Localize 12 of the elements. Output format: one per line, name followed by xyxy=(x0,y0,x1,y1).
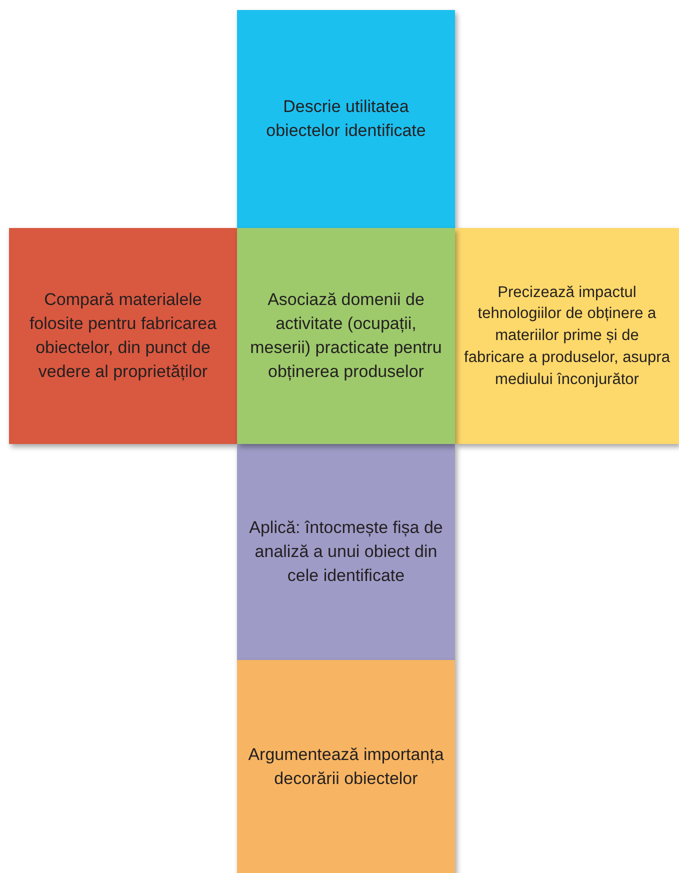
box-text: Argumentează importanța decorării obiectelor xyxy=(247,744,445,790)
colored-box xyxy=(455,228,679,444)
box-text: Precizează impactul tehnologiilor de obținere a materiilor prime și de fabricare a produselor, asupra mediului înconjurător xyxy=(463,282,671,390)
box-text: Aplică: întocmește fișa de analiză a unui obiect din cele identificate xyxy=(248,517,444,587)
colored-box xyxy=(237,444,455,660)
colored-box xyxy=(237,10,455,228)
colored-box xyxy=(237,660,455,873)
box-text: Compară materialele folosite pentru fabricarea obiectelor, din punct de vedere al proprietăților xyxy=(28,289,218,383)
box-text: Descrie utilitatea obiectelor identificate xyxy=(265,96,427,142)
colored-box xyxy=(9,228,237,444)
colored-box xyxy=(237,228,455,444)
box-text: Asociază domenii de activitate (ocupații, meserii) practicate pentru obținerea produselor xyxy=(249,289,443,383)
